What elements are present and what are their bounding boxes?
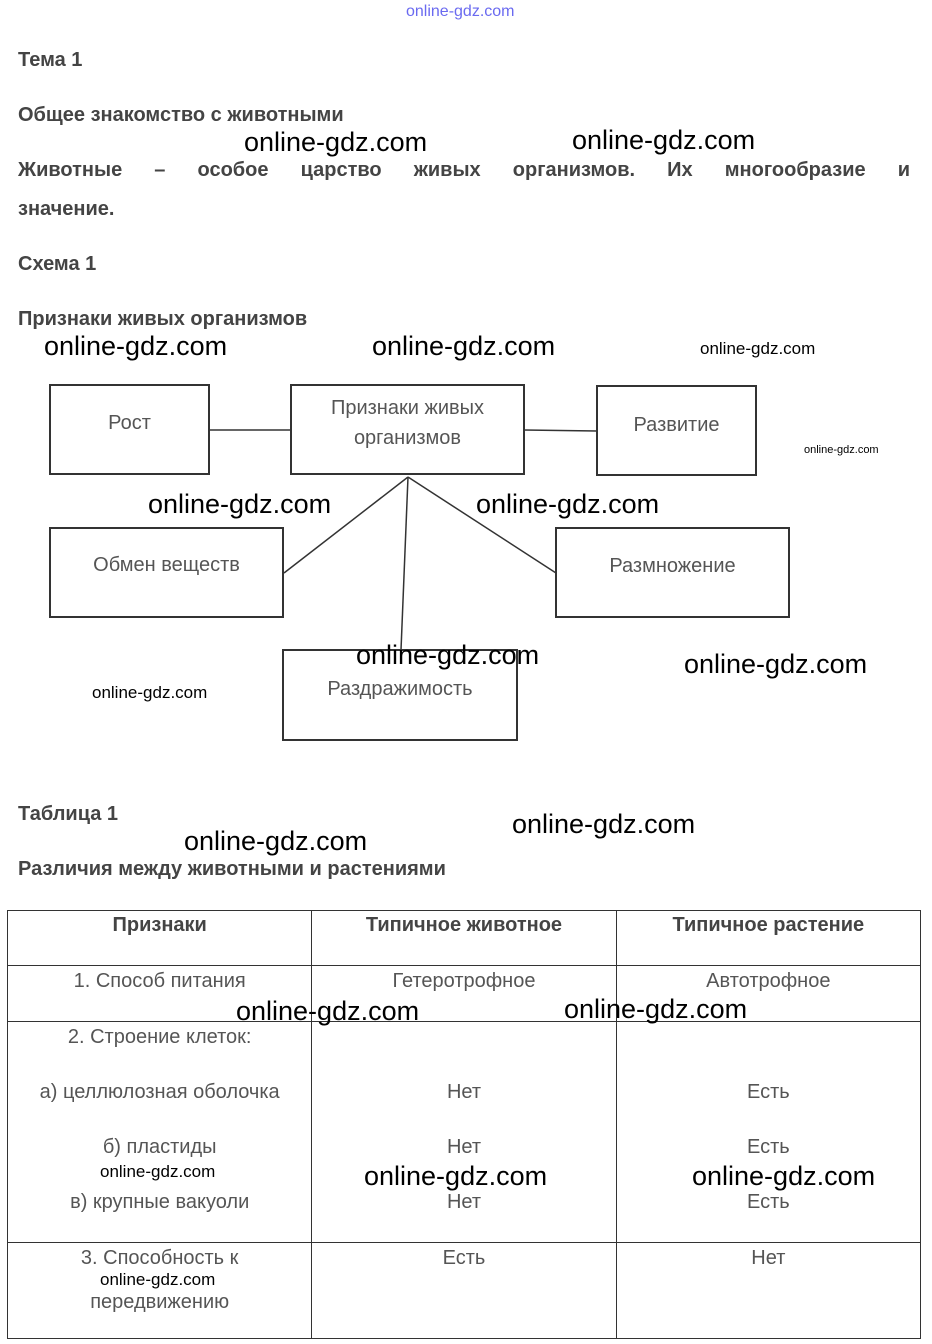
cell-text: Нет	[751, 1247, 786, 1269]
watermark: online-gdz.com	[684, 649, 868, 679]
watermark: online-gdz.com	[406, 3, 515, 20]
box-label: Развитие	[633, 414, 720, 436]
watermark: online-gdz.com	[564, 994, 748, 1024]
watermark: online-gdz.com	[692, 1161, 876, 1191]
watermark: online-gdz.com	[476, 489, 660, 519]
watermark: online-gdz.com	[148, 489, 332, 519]
box-label: Размножение	[609, 555, 736, 577]
diagram-box-reproduction: Размножение	[555, 527, 790, 618]
connector-development	[523, 429, 598, 432]
cell-text: передвижению	[90, 1291, 230, 1313]
table-cell: Есть Есть Есть	[615, 1021, 922, 1243]
cell-text: а) целлюлозная оболочка	[39, 1081, 280, 1103]
cell-text: б) пластиды	[102, 1136, 217, 1158]
diagram-box-center: Признаки живых организмов	[290, 384, 525, 475]
watermark: online-gdz.com	[804, 444, 879, 456]
watermark: online-gdz.com	[184, 826, 368, 856]
watermark: online-gdz.com	[512, 809, 696, 839]
table-cell: Нет Нет Нет	[311, 1021, 617, 1243]
diagram-box-growth: Рост	[49, 384, 210, 475]
table-label: Таблица 1	[18, 803, 119, 825]
watermark: online-gdz.com	[372, 331, 556, 361]
cell-text: Нет	[446, 1081, 482, 1103]
table-cell: 1. Способ питания	[6, 965, 313, 1022]
intro-text-line2: значение.	[18, 198, 115, 220]
connector-irritability	[400, 476, 409, 651]
diagram-box-metabolism: Обмен веществ	[49, 527, 284, 618]
topic-heading: Тема 1	[18, 49, 83, 71]
watermark: online-gdz.com	[356, 640, 540, 670]
table-cell: 3. Способность к передвижению	[6, 1242, 313, 1339]
watermark: online-gdz.com	[44, 331, 228, 361]
box-label: Рост	[108, 412, 151, 434]
diagram-connectors	[209, 429, 598, 651]
table-row: 3. Способность к передвижению Есть Нет	[6, 1242, 922, 1339]
diagram-box-development: Развитие	[596, 385, 757, 476]
intro-text-line1: Животные – особое царство живых организм…	[18, 159, 910, 181]
table-cell: Нет	[615, 1242, 922, 1339]
subtitle-heading: Общее знакомство с животными	[18, 104, 344, 126]
watermark: online-gdz.com	[244, 127, 428, 157]
cell-text: Есть	[442, 1247, 486, 1269]
watermark: online-gdz.com	[364, 1161, 548, 1191]
cell-text: Есть	[746, 1136, 790, 1158]
table-title: Различия между животными и растениями	[18, 858, 446, 880]
cell-text: Есть	[746, 1191, 790, 1213]
cell-text: 2. Строение клеток:	[67, 1026, 252, 1048]
table-cell: Есть	[311, 1242, 617, 1339]
box-label-line1: Признаки живых	[330, 397, 485, 419]
watermark: online-gdz.com	[100, 1270, 216, 1289]
cell-text: Есть	[746, 1081, 790, 1103]
watermark: online-gdz.com	[700, 339, 816, 358]
diagram-box-irritability: Раздражимость	[282, 649, 518, 741]
cell-text: 1. Способ питания	[73, 970, 246, 992]
box-label: Обмен веществ	[93, 554, 240, 576]
table-row: 2. Строение клеток: а) целлюлозная оболо…	[6, 1021, 922, 1243]
cell-text: Нет	[446, 1191, 482, 1213]
table-cell: Гетеротрофное	[311, 965, 617, 1022]
box-label-line2: организмов	[353, 427, 462, 449]
watermark: online-gdz.com	[572, 125, 756, 155]
box-label: Раздражимость	[327, 678, 473, 700]
scheme-label: Схема 1	[18, 253, 97, 275]
cell-text: Автотрофное	[706, 970, 831, 992]
cell-text: Гетеротрофное	[392, 970, 536, 992]
table-header-row: Признаки Типичное животное Типичное раст…	[6, 910, 922, 966]
connector-reproduction	[407, 476, 557, 574]
table-row: 1. Способ питания Гетеротрофное Автотроф…	[6, 965, 922, 1022]
header-cell: Признаки	[6, 910, 313, 966]
cell-text: 3. Способность к	[80, 1247, 239, 1269]
watermark: online-gdz.com	[92, 683, 208, 702]
cell-text: Нет	[446, 1136, 482, 1158]
differences-table: Признаки Типичное животное Типичное раст…	[6, 910, 922, 1339]
table-cell: 2. Строение клеток: а) целлюлозная оболо…	[6, 1021, 313, 1243]
header-cell: Типичное растение	[615, 910, 922, 966]
cell-text: в) крупные вакуоли	[70, 1191, 250, 1213]
watermark: online-gdz.com	[100, 1162, 216, 1181]
header-cell: Типичное животное	[311, 910, 617, 966]
scheme-title: Признаки живых организмов	[18, 308, 308, 330]
connector-metabolism	[283, 476, 409, 574]
watermark: online-gdz.com	[236, 996, 420, 1026]
